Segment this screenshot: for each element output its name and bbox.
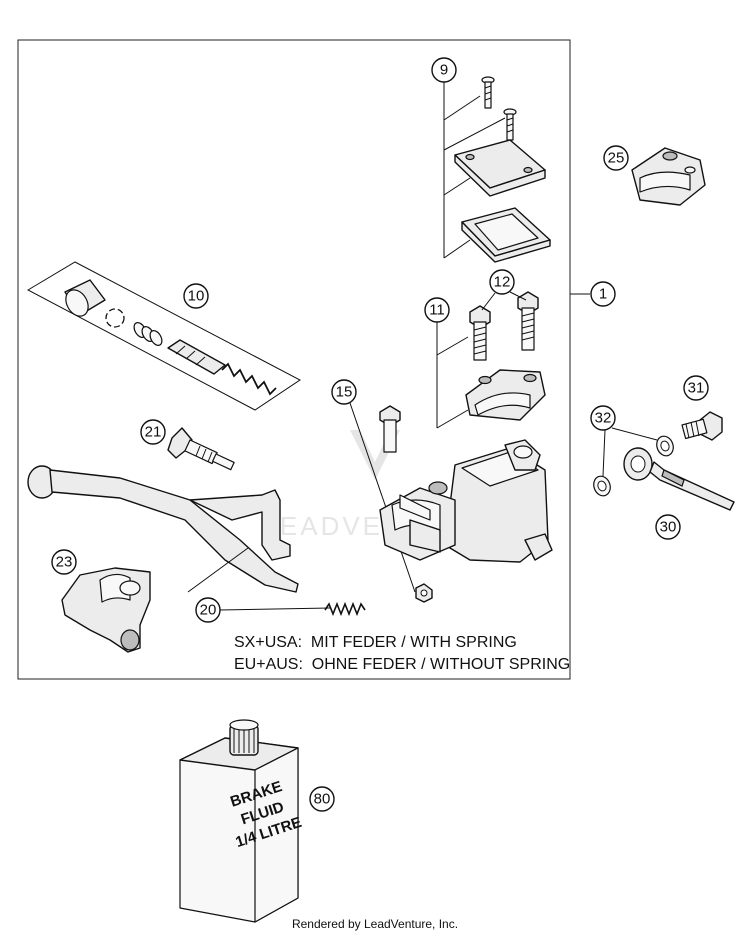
callout-10-label: 10 — [188, 288, 205, 305]
lever-guard-23 — [61, 567, 151, 653]
callout-11-label: 11 — [429, 302, 445, 319]
callout-30: 30 — [655, 514, 681, 540]
callout-15: 15 — [331, 379, 357, 405]
brake-fluid-bottle-80: BRAKE FLUID 1/4 LITRE — [179, 719, 304, 923]
reservoir-cover-group — [443, 76, 551, 263]
callout-32-label: 32 — [595, 410, 612, 427]
callout-23-label: 23 — [56, 554, 73, 571]
callout-31: 31 — [683, 375, 709, 401]
callout-80-label: 80 — [314, 791, 331, 808]
render-credit: Rendered by LeadVenture, Inc. — [291, 917, 459, 931]
callout-31-label: 31 — [688, 380, 705, 397]
brake-hose-group — [593, 411, 735, 511]
assembly-frame — [17, 39, 571, 680]
callout-12: 12 — [481, 269, 527, 311]
clamp-bolts-group — [436, 291, 546, 429]
callout-25: 25 — [603, 145, 629, 171]
callout-32: 32 — [590, 405, 616, 431]
master-cylinder-1 — [379, 439, 553, 563]
adjuster-21 — [167, 427, 235, 471]
note-with-spring: SX+USA: MIT FEDER / WITH SPRING — [234, 634, 517, 651]
callout-20: 20 — [195, 597, 221, 623]
callout-9: 9 — [431, 57, 457, 83]
callout-25-label: 25 — [608, 150, 625, 167]
callout-21: 21 — [140, 419, 166, 445]
callout-1-label: 1 — [599, 286, 607, 303]
callout-15-label: 15 — [336, 384, 353, 401]
piston-kit-10 — [26, 261, 301, 411]
brake-lever-20 — [27, 465, 366, 617]
callout-12-label: 12 — [494, 274, 511, 291]
note-without-spring: EU+AUS: OHNE FEDER / WITHOUT SPRING — [234, 656, 570, 673]
callout-20-label: 20 — [200, 602, 217, 619]
callout-30-label: 30 — [660, 519, 677, 536]
callout-11: 11 — [424, 297, 450, 323]
handlebar-clamp-25 — [631, 147, 706, 206]
callout-10: 10 — [183, 283, 209, 309]
callout-23: 23 — [51, 549, 77, 575]
pivot-bolt-15 — [349, 402, 433, 603]
callout-9-label: 9 — [440, 62, 448, 79]
callout-1: 1 — [590, 281, 616, 307]
callout-21-label: 21 — [145, 424, 162, 441]
callout-80: 80 — [309, 786, 335, 812]
